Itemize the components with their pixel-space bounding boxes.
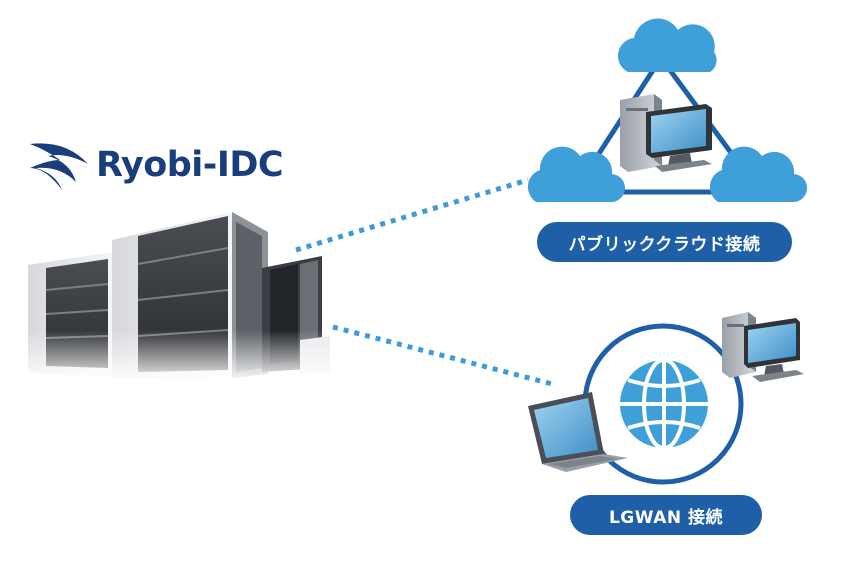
- cloud-icon: [527, 146, 626, 203]
- public-cloud-label: パブリッククラウド接続: [537, 222, 792, 262]
- public-cloud-network: [527, 18, 808, 203]
- globe-icon: [620, 358, 708, 450]
- lgwan-label: LGWAN 接続: [570, 495, 762, 535]
- laptop-icon: [528, 392, 628, 472]
- logo-text: Ryobi-IDC: [96, 145, 284, 185]
- swoosh-logo-icon: [30, 143, 88, 190]
- ryobi-idc-logo: Ryobi-IDC: [26, 138, 284, 192]
- connection-line-lgwan: [332, 324, 557, 388]
- desktop-computer-icon: [722, 312, 804, 382]
- connection-line-cloud: [295, 177, 529, 253]
- cloud-icon: [618, 18, 717, 72]
- datacenter-building-icon: [20, 212, 340, 385]
- lgwan-network: [528, 312, 804, 485]
- desktop-computer-icon: [620, 94, 712, 172]
- cloud-icon: [709, 146, 808, 203]
